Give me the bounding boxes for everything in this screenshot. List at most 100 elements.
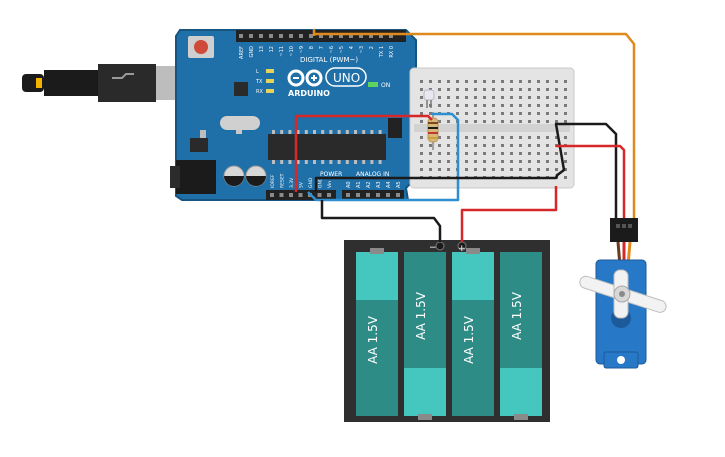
analog-pin[interactable]: [356, 193, 360, 197]
battery-cell-label: AA 1.5V: [462, 315, 476, 364]
power-pin[interactable]: [298, 193, 303, 197]
crystal: [220, 116, 260, 130]
analog-pin[interactable]: [346, 193, 350, 197]
digital-pin[interactable]: [319, 34, 323, 38]
digital-pin[interactable]: [269, 34, 273, 38]
analog-pin-label: A1: [356, 181, 362, 188]
led-indicator: [266, 79, 274, 83]
servo-horn[interactable]: [578, 269, 667, 319]
power-pin-label: Vin: [327, 181, 333, 188]
battery-plus-label: +: [458, 244, 466, 254]
power-pin-label: 3.3V: [289, 177, 295, 188]
wire-orange-signal[interactable]: [312, 28, 636, 218]
analog-header[interactable]: [342, 190, 404, 200]
breadboard[interactable]: [409, 67, 575, 189]
reset-button[interactable]: [194, 40, 208, 54]
atmega-chip: [268, 134, 386, 160]
uno-label: UNO: [333, 71, 360, 85]
power-pin[interactable]: [327, 193, 331, 197]
digital-pin[interactable]: [349, 34, 353, 38]
cable-marker: [36, 78, 42, 88]
analog-pin-label: A3: [376, 181, 382, 188]
digital-pin[interactable]: [339, 34, 343, 38]
digital-pin[interactable]: [379, 34, 383, 38]
servo-motor[interactable]: [578, 218, 667, 369]
battery-cell-label: AA 1.5V: [510, 291, 524, 340]
digital-pin[interactable]: [299, 34, 303, 38]
digital-pin[interactable]: [329, 34, 333, 38]
digital-pin[interactable]: [289, 34, 293, 38]
usb-cable[interactable]: [22, 64, 196, 102]
wire-black-battery[interactable]: [320, 200, 442, 242]
power-pin[interactable]: [289, 193, 293, 197]
battery-cell-cap: [404, 368, 446, 416]
analog-label: ANALOG IN: [356, 171, 389, 178]
power-pin-label: GND: [318, 177, 324, 188]
power-pin[interactable]: [270, 193, 274, 197]
digital-pin-label: RX 0: [389, 46, 395, 58]
wire-red-battery[interactable]: [460, 186, 558, 242]
led-component[interactable]: [423, 89, 435, 108]
digital-pin-label: 4: [349, 46, 355, 49]
digital-pin-label: ~5: [339, 46, 345, 53]
analog-pin[interactable]: [396, 193, 400, 197]
battery-cell-cap: [452, 252, 494, 300]
digital-pin[interactable]: [239, 34, 243, 38]
led-label: RX: [256, 89, 263, 95]
wire-black-gnd-2[interactable]: [554, 122, 618, 218]
battery-cells: AA 1.5V AA 1.5V AA 1.5V AA 1.5V: [356, 248, 542, 420]
battery-cell-label: AA 1.5V: [414, 291, 428, 340]
power-pin[interactable]: [279, 193, 284, 197]
regulator: [190, 138, 208, 152]
digital-pin-label: TX 1: [379, 46, 385, 58]
usb-icon: [112, 73, 134, 79]
analog-pin[interactable]: [376, 193, 380, 197]
digital-pin[interactable]: [389, 34, 393, 38]
resistor[interactable]: [427, 112, 439, 150]
digital-pin-label: 8: [309, 46, 315, 49]
digital-pin-label: ~3: [359, 46, 365, 53]
wires[interactable]: [294, 28, 636, 242]
breadboard-channel: [414, 124, 570, 132]
analog-pin[interactable]: [366, 193, 370, 197]
digital-pin[interactable]: [309, 34, 313, 38]
digital-pin-label: ~10: [289, 46, 295, 57]
wire-red-servo[interactable]: [556, 144, 626, 218]
on-label: ON: [381, 82, 390, 89]
digital-pin-label: AREF: [239, 46, 245, 59]
analog-pin-label: A5: [396, 181, 402, 188]
power-pin-label: 5V: [299, 181, 305, 188]
servo-connector: [610, 218, 638, 242]
battery-minus-terminal[interactable]: [435, 241, 445, 251]
digital-pin[interactable]: [359, 34, 363, 38]
digital-pin-label: ~6: [329, 46, 335, 53]
digital-pin[interactable]: [279, 34, 283, 38]
digital-pin[interactable]: [369, 34, 373, 38]
power-pin-label: IOREF: [270, 174, 276, 188]
digital-pin-label: 12: [269, 46, 275, 52]
wire-red-5v[interactable]: [294, 114, 433, 192]
power-pin[interactable]: [317, 193, 322, 197]
usb-connector-housing: [98, 64, 156, 102]
arduino-logo: [287, 69, 323, 87]
analog-pin-label: A4: [386, 181, 392, 188]
digital-pin[interactable]: [249, 34, 253, 38]
battery-cell-label: AA 1.5V: [366, 315, 380, 364]
analog-pin[interactable]: [386, 193, 390, 197]
led-label: TX: [255, 79, 263, 85]
usb-cable-body: [44, 70, 100, 96]
uno-badge: [325, 67, 367, 87]
digital-pin[interactable]: [259, 34, 263, 38]
wire-blue-led[interactable]: [307, 112, 460, 202]
power-jack[interactable]: [176, 160, 216, 194]
power-pin-label: RESET: [280, 173, 286, 188]
atmega-chip-legs: [272, 130, 382, 164]
battery-cell-cap: [356, 252, 398, 300]
